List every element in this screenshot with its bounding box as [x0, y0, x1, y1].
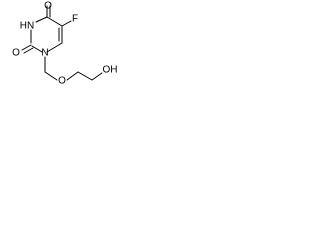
bond-ch2-o — [44, 71, 58, 81]
atom-n1: N — [41, 48, 48, 59]
bond-ch2-ch2 — [77, 71, 93, 81]
bond-o-ch2 — [66, 71, 79, 81]
atom-o-ether: O — [58, 76, 66, 87]
bond-n3-c4 — [35, 16, 48, 23]
bond-c6-n1 — [46, 42, 63, 53]
atom-o-carbonyl-top: O — [44, 1, 52, 12]
bond-n1-c2 — [31, 45, 43, 53]
atom-hydroxyl: OH — [103, 65, 118, 76]
bond-c5-f — [61, 20, 72, 27]
bond-ch2-oh — [91, 72, 103, 81]
atom-nh-n3: HN — [20, 21, 34, 32]
bond-c4-c5 — [46, 16, 63, 27]
bond-c2-o — [21, 44, 32, 51]
structural-formula: O F HN O N O OH — [12, 1, 118, 87]
atom-o-carbonyl-left: O — [12, 48, 20, 59]
double-bond-c2-o — [23, 47, 34, 54]
atom-fluorine: F — [72, 14, 78, 25]
